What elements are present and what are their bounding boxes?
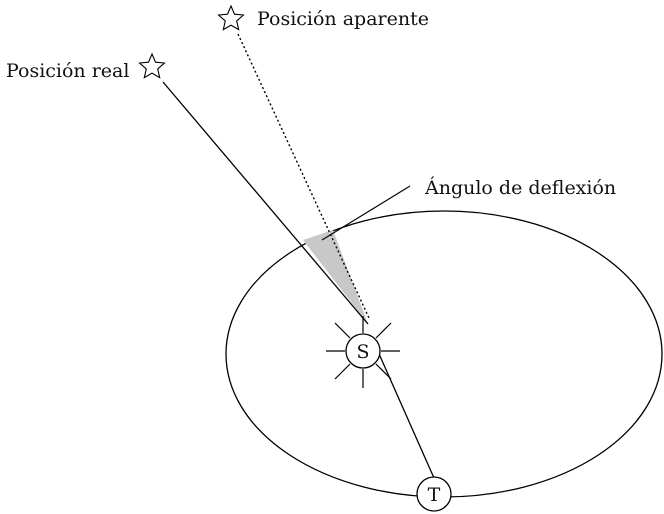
sun-circle [345,333,381,369]
deflection-angle-wedge [303,230,368,324]
sun-label: S [356,341,369,363]
real-light-path [162,81,369,325]
real-star-icon [138,52,166,79]
sun-rays-icon [326,316,400,388]
apparent-light-path [237,33,370,319]
earth-label: T [428,484,441,506]
real-position-label: Posición real [6,60,129,82]
apparent-star-icon [217,4,245,31]
earth-orbit [225,210,663,498]
light-path-to-earth [371,337,435,479]
apparent-position-label: Posición aparente [257,8,429,30]
deflection-callout-line [321,185,411,241]
earth-circle [416,476,452,512]
deflection-angle-label: Ángulo de deflexión [424,176,616,199]
